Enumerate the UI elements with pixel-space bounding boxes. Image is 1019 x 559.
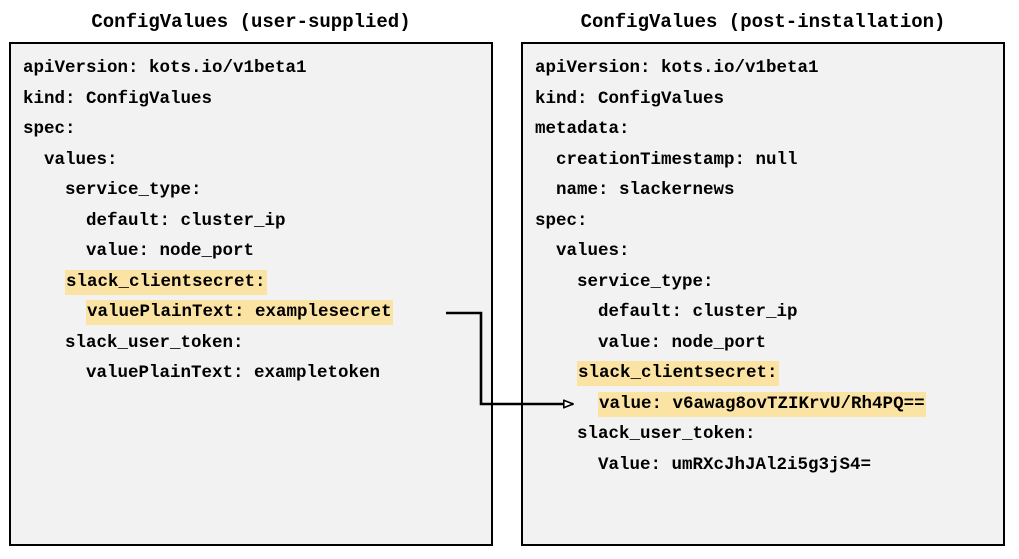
post-installation-line: service_type: [535,271,714,292]
post-installation-line: slack_user_token: [535,424,756,444]
post-installation-line: spec: [535,210,588,231]
configvalues-post-installation-panel: apiVersion: kots.io/v1beta1 kind: ConfigV… [521,42,1005,546]
user-supplied-line: service_type: [23,180,202,200]
post-installation-line: value: node_port [535,332,767,353]
post-installation-line: kind: ConfigValues [535,88,725,109]
user-supplied-line: value: node_port [23,241,255,261]
user-supplied-line: spec: [23,119,76,139]
user-supplied-line: default: cluster_ip [23,210,286,231]
post-installation-line: Value: umRXcJhJAl2i5g3jS4= [535,454,872,475]
post-installation-highlighted-text: value: v6awag8ovTZIKrvU/Rh4PQ== [598,391,926,417]
post-installation-line: default: cluster_ip [535,302,798,322]
post-installation-line: name: slackernews [535,180,735,200]
user-supplied-line: slack_clientsecret: [11,267,491,298]
post-installation-line: apiVersion: kots.io/v1beta1 [535,58,819,78]
user-supplied-line: apiVersion: kots.io/v1beta1 [23,58,307,78]
user-supplied-line: values: [23,149,118,170]
post-installation-line: slack_clientsecret: [523,358,1003,389]
user-supplied-line: valuePlainText: examplesecret [11,297,491,328]
user-supplied-highlighted-text: slack_clientsecret: [65,269,267,295]
configvalues-user-supplied-panel: apiVersion: kots.io/v1beta1 kind: ConfigV… [9,42,493,546]
post-installation-line: creationTimestamp: null [535,149,798,170]
post-installation-line: metadata: [535,119,630,139]
code-block-user-supplied: apiVersion: kots.io/v1beta1 kind: ConfigV… [11,53,491,389]
code-block-post-installation: apiVersion: kots.io/v1beta1 kind: ConfigV… [523,53,1003,480]
user-supplied-line: slack_user_token: [23,332,244,353]
post-installation-line: values: [535,241,630,261]
user-supplied-highlighted-text: valuePlainText: examplesecret [86,300,393,325]
user-supplied-line: valuePlainText: exampletoken [23,363,381,383]
user-supplied-line: kind: ConfigValues [23,88,213,109]
panel-title-user-supplied: ConfigValues (user-supplied) [91,11,411,33]
panel-title-post-installation: ConfigValues (post-installation) [580,11,946,33]
post-installation-line: value: v6awag8ovTZIKrvU/Rh4PQ== [523,389,1003,420]
post-installation-highlighted-text: slack_clientsecret: [577,361,779,386]
